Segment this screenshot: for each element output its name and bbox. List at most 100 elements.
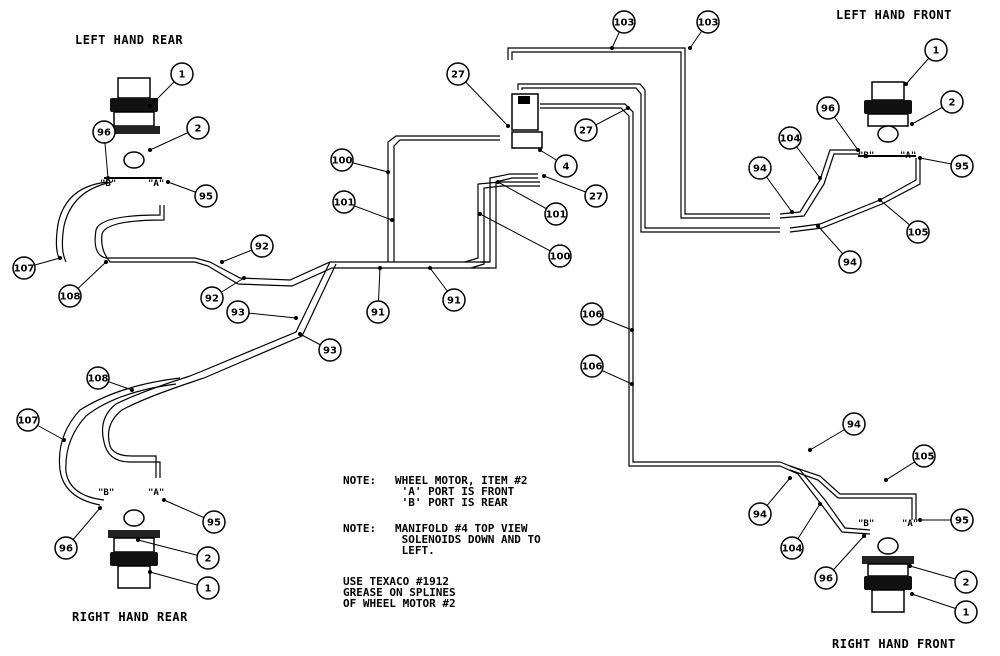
callout-tip	[918, 156, 922, 160]
callout-balloon: 96	[814, 534, 866, 590]
title-right-hand-front: RIGHT HAND FRONT	[832, 637, 956, 651]
callout-balloon: 4	[538, 148, 578, 178]
callout-circle	[92, 120, 116, 144]
callout-number: 1	[179, 70, 186, 81]
hose-lines	[55, 47, 921, 535]
callout-circle	[842, 412, 866, 436]
callout-balloon: 1	[148, 570, 220, 600]
callout-tip	[58, 256, 62, 260]
callout-number: 2	[195, 124, 202, 135]
callout-tip	[98, 506, 102, 510]
hose-100	[387, 135, 500, 262]
hose-92	[194, 257, 390, 287]
port-b-right-front: "B"	[858, 519, 874, 529]
callout-tip	[106, 176, 110, 180]
callout-tip	[298, 332, 302, 336]
callout-balloon: 94	[808, 412, 866, 452]
callout-tip	[220, 260, 224, 264]
callout-balloon: 101	[332, 190, 394, 222]
callout-circle	[86, 366, 110, 390]
callout-number: 92	[255, 242, 269, 253]
callout-leader	[457, 73, 509, 127]
callout-number: 104	[782, 544, 803, 555]
callout-balloon: 104	[778, 126, 822, 180]
callout-number: 96	[59, 544, 73, 555]
callout-number: 108	[88, 374, 109, 385]
callout-circle	[54, 536, 78, 560]
callout-leader	[137, 539, 209, 559]
callout-balloon: 101	[496, 180, 568, 226]
callout-number: 1	[205, 584, 212, 595]
hose-107-rear-left	[55, 181, 113, 263]
callout-tip	[816, 224, 820, 228]
callout-balloon: 104	[780, 502, 822, 560]
callout-circle	[196, 546, 220, 570]
callout-circle	[778, 126, 802, 150]
callout-number: 27	[579, 126, 593, 137]
callout-number: 107	[18, 416, 39, 427]
callout-tip	[148, 148, 152, 152]
callout-tip	[908, 564, 912, 568]
callout-tip	[910, 122, 914, 126]
hose-93	[189, 261, 337, 383]
callout-balloon: 96	[816, 96, 860, 152]
hose-108-rear-left	[94, 205, 195, 263]
callout-balloon: 93	[226, 300, 298, 324]
callout-number: 2	[205, 554, 212, 565]
callout-tip	[630, 328, 634, 332]
callout-balloon: 95	[166, 180, 218, 208]
port-b-left-front: "B"	[858, 151, 874, 161]
callout-tip	[104, 260, 108, 264]
callout-balloon: 108	[86, 366, 134, 392]
callout-tip	[630, 382, 634, 386]
callout-leader	[479, 213, 561, 257]
callout-number: 91	[371, 308, 385, 319]
callout-number: 95	[955, 516, 969, 527]
callout-number: 94	[753, 510, 767, 521]
callout-tip	[626, 106, 630, 110]
callout-number: 100	[332, 156, 353, 167]
callout-number: 105	[908, 228, 929, 239]
callout-circle	[906, 220, 930, 244]
callout-tip	[884, 478, 888, 482]
callout-circle	[748, 502, 772, 526]
callout-number: 95	[207, 518, 221, 529]
callout-balloon: 106	[580, 354, 634, 386]
note-wheel-motor: NOTE: WHEEL MOTOR, ITEM #2 'A' PORT IS F…	[343, 475, 527, 519]
callout-tip	[818, 176, 822, 180]
callout-circle	[318, 338, 342, 362]
callout-number: 105	[914, 452, 935, 463]
callout-circle	[950, 154, 974, 178]
note-body: WHEEL MOTOR, ITEM #2 'A' PORT IS FRONT '…	[395, 474, 528, 509]
hose-91	[390, 261, 490, 269]
hose-107-rear-right	[58, 377, 181, 506]
callout-tip	[136, 538, 140, 542]
callout-tip	[856, 148, 860, 152]
callout-balloon: 94	[748, 476, 792, 526]
callout-number: 94	[843, 258, 857, 269]
callout-number: 2	[949, 98, 956, 109]
callout-circle	[12, 256, 36, 280]
callout-tip	[378, 266, 382, 270]
callout-balloon: 2	[136, 538, 220, 570]
callout-circle	[58, 284, 82, 308]
callout-number: 1	[963, 608, 970, 619]
callout-balloon: 95	[162, 498, 226, 534]
callout-number: 106	[582, 362, 603, 373]
hose-106	[540, 103, 780, 467]
callout-tip	[904, 82, 908, 86]
callout-balloon: 2	[148, 116, 210, 152]
callout-number: 93	[323, 346, 337, 357]
title-left-hand-front: LEFT HAND FRONT	[836, 8, 952, 22]
hose-104-front-left	[779, 149, 860, 219]
callout-number: 95	[955, 162, 969, 173]
callout-circle	[446, 62, 470, 86]
callout-number: 108	[60, 292, 81, 303]
callout-circle	[186, 116, 210, 140]
callout-circle	[580, 354, 604, 378]
callout-tip	[130, 388, 134, 392]
callout-number: 92	[205, 294, 219, 305]
callout-tip	[148, 570, 152, 574]
